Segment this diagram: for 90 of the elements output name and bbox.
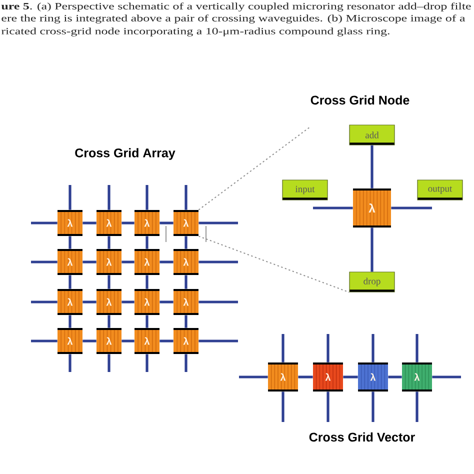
waveguide-line [198,300,238,304]
waveguide-line [282,334,284,362]
waveguide-line [108,354,110,372]
waveguide-line [68,354,72,372]
resonator-box: λ [353,188,391,228]
waveguide-line [184,185,188,210]
waveguide-line [146,275,148,289]
waveguide-line [108,315,110,328]
resonator-box: λ [313,362,343,392]
waveguide-line [31,222,58,224]
port-box: add [349,124,395,146]
waveguide-line [184,275,188,289]
waveguide-line [68,185,72,210]
caption-text: ure 5. (a) Perspective schematic of a vertically coupled microring resonator add–drop filte [1,2,471,12]
waveguide-line [416,392,418,422]
waveguide-line [198,260,238,264]
waveguide-line [160,260,174,264]
waveguide-line [184,354,188,372]
waveguide-line [388,376,402,378]
waveguide-line [326,392,330,422]
resonator-box: λ [134,328,160,354]
resonator-box: λ [58,328,82,354]
waveguide-line [326,334,330,362]
panel-title: Cross Grid Node [310,95,410,105]
port-box: drop [349,272,395,292]
resonator-box: λ [268,362,298,392]
waveguide-line [82,260,96,264]
waveguide-line [31,260,58,264]
waveguide-line [372,334,374,362]
waveguide-line [432,376,461,378]
resonator-box: λ [96,210,122,236]
waveguide-line [313,206,353,210]
waveguide-line [370,145,374,188]
waveguide-line [82,222,96,224]
waveguide-line [343,376,358,378]
port-box: input [282,180,328,200]
resonator-box: λ [134,249,160,275]
resonator-box: λ [134,210,160,236]
resonator-box: λ [96,289,122,315]
zoom-line [198,126,310,210]
waveguide-line [370,228,374,272]
waveguide-line [122,260,134,264]
caption-text: ricated cross-grid node incorporating a 10-μm-radius compound glass ring. [1,28,390,36]
resonator-box: λ [174,289,198,315]
caption-text: ere the ring is integrated above a pair of crossing waveguides. (b) Microscope image of a [2,14,466,24]
resonator-box: λ [358,362,388,392]
resonator-box: λ [174,249,198,275]
waveguide-line [282,392,284,422]
resonator-box: λ [96,328,122,354]
waveguide-line [391,206,432,210]
waveguide-line [184,236,188,249]
waveguide-line [82,340,96,342]
port-box: output [417,180,463,200]
waveguide-line [122,222,134,224]
waveguide-line [160,300,174,304]
waveguide-line [416,334,418,362]
resonator-box: λ [58,249,82,275]
waveguide-line [146,354,148,372]
resonator-box: λ [134,289,160,315]
waveguide-line [82,300,96,304]
panel-title: Cross Grid Array [75,148,176,160]
waveguide-line [108,185,110,210]
waveguide-line [372,392,374,422]
waveguide-line [68,236,72,249]
waveguide-line [184,315,188,328]
resonator-box: λ [174,328,198,354]
waveguide-line [239,376,268,378]
waveguide-line [68,315,72,328]
waveguide-line [31,300,58,304]
resonator-box: λ [174,210,198,236]
waveguide-line [160,222,174,224]
waveguide-line [298,376,313,378]
panel-title: Cross Grid Vector [309,432,415,442]
waveguide-line [146,315,148,328]
waveguide-line [122,340,134,342]
waveguide-line [146,185,148,210]
waveguide-line [160,340,174,342]
resonator-box: λ [402,362,432,392]
waveguide-line [68,275,72,289]
waveguide-line [198,340,238,342]
waveguide-line [198,222,238,224]
resonator-box: λ [58,289,82,315]
waveguide-line [122,300,134,304]
waveguide-line [108,275,110,289]
resonator-box: λ [58,210,82,236]
resonator-box: λ [96,249,122,275]
zoom-line [198,236,350,293]
waveguide-line [108,236,110,249]
waveguide-line [146,236,148,249]
waveguide-line [31,340,58,342]
